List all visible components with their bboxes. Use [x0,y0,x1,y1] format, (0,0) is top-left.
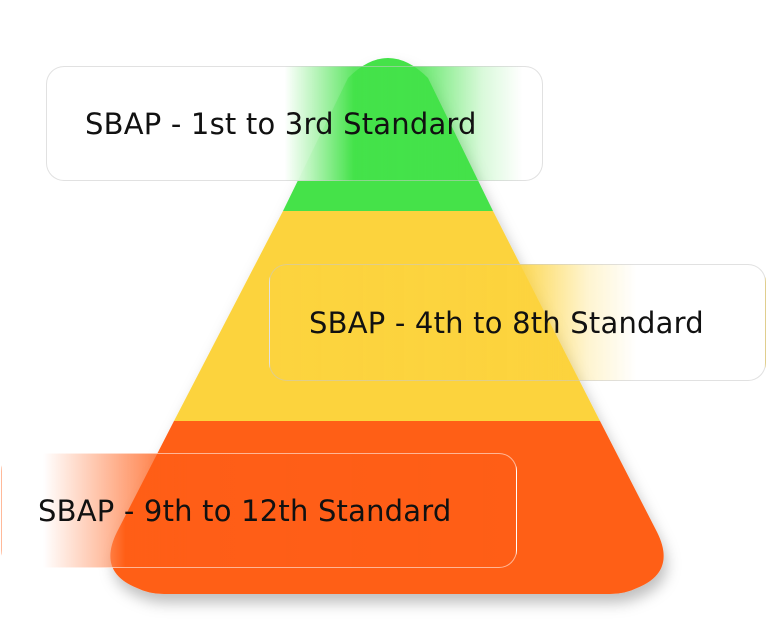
tier-label-middle: SBAP - 4th to 8th Standard [309,305,704,340]
tier-label-card-bottom: SBAP - 9th to 12th Standard [1,453,517,568]
tier-label-top: SBAP - 1st to 3rd Standard [85,106,477,141]
tier-label-bottom: SBAP - 9th to 12th Standard [38,493,452,528]
tier-label-card-middle: SBAP - 4th to 8th Standard [269,264,766,381]
tier-label-card-top: SBAP - 1st to 3rd Standard [46,66,543,181]
